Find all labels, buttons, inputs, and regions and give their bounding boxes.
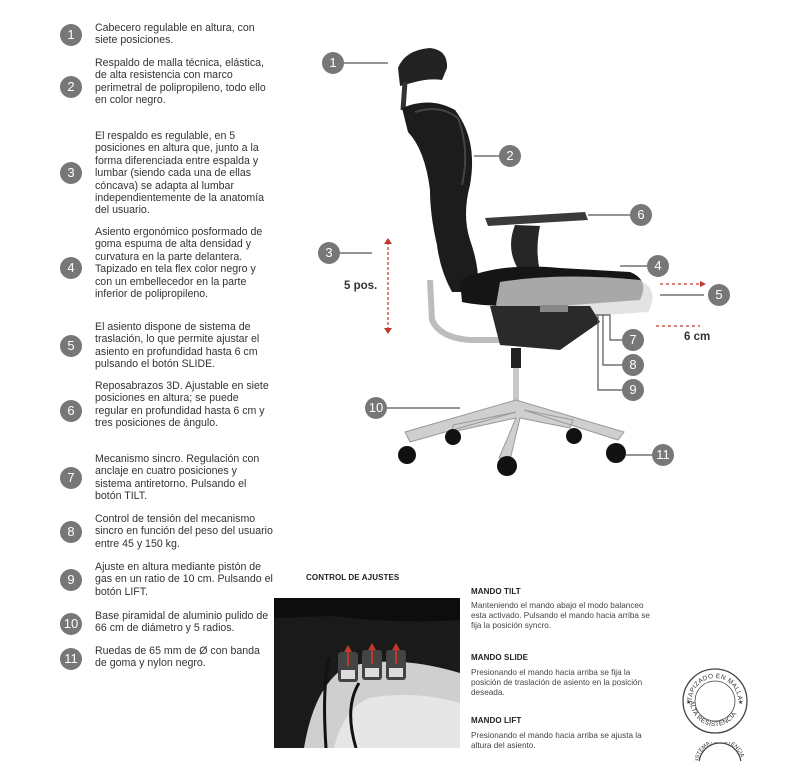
feature-number: 3 <box>60 162 82 184</box>
callout-number: 8 <box>622 354 644 376</box>
callout-number: 6 <box>630 204 652 226</box>
backrest-mesh <box>402 102 479 292</box>
section-title: MANDO SLIDE <box>471 653 529 662</box>
mechanism-buttons <box>540 305 568 312</box>
callout-number: 2 <box>499 145 521 167</box>
wheel-icon <box>566 428 582 444</box>
feature-text: Ajuste en altura mediante pistón de gas … <box>95 561 273 598</box>
callout-number: 3 <box>318 242 340 264</box>
feature-number: 1 <box>60 24 82 46</box>
feature-number: 2 <box>60 76 82 98</box>
armrest-support <box>511 225 540 272</box>
feature-number: 4 <box>60 257 82 279</box>
section-text: Manteniendo el mando abajo el modo balan… <box>471 601 650 630</box>
section-title: MANDO LIFT <box>471 716 522 725</box>
feature-text: Reposabrazos 3D. Ajustable en siete posi… <box>95 380 269 430</box>
callout-number: 5 <box>708 284 730 306</box>
feature-text: Mecanismo sincro. Regulación con anclaje… <box>95 453 260 503</box>
armrest-pad <box>485 212 588 226</box>
wheel-icon <box>445 429 461 445</box>
gas-lift-cover <box>511 348 521 368</box>
feature-text: Cabecero regulable en altura, con siete … <box>95 22 255 47</box>
feature-number: 8 <box>60 521 82 543</box>
quality-seal-icon: TAPIZADO EN MALLA ALTA RESISTENCIA ★ ★ <box>682 668 748 734</box>
seat-slide-label: 6 cm <box>684 331 711 343</box>
wheel-icon <box>497 456 517 476</box>
section-text: Presionando el mando hacia arriba se aju… <box>471 731 642 750</box>
feature-text: Ruedas de 65 mm de Ø con banda de goma y… <box>95 645 260 670</box>
feature-text: Base piramidal de aluminio pulido de 66 … <box>95 610 269 635</box>
feature-number: 11 <box>60 648 82 670</box>
svg-text:SISTEMA RESISTENCIA: SISTEMA RESISTENCIA <box>694 742 745 761</box>
callout-number: 11 <box>652 444 674 466</box>
feature-number: 6 <box>60 400 82 422</box>
feature-number: 7 <box>60 467 82 489</box>
feature-number: 9 <box>60 569 82 591</box>
backrest-positions-label: 5 pos. <box>344 280 378 292</box>
headrest <box>398 48 448 86</box>
feature-number: 10 <box>60 613 82 635</box>
callout-number: 1 <box>322 52 344 74</box>
back-frame <box>427 279 505 343</box>
section-title: MANDO TILT <box>471 587 521 596</box>
svg-text:★: ★ <box>738 699 743 706</box>
wheel-icon <box>606 443 626 463</box>
svg-text:★: ★ <box>686 699 691 706</box>
callout-number: 10 <box>365 397 387 419</box>
mechanism <box>490 306 600 350</box>
wheel-icon <box>398 446 416 464</box>
system-seal-icon: SISTEMA RESISTENCIA <box>694 742 745 761</box>
feature-text: El respaldo es regulable, en 5 posicione… <box>95 130 265 217</box>
feature-number: 5 <box>60 335 82 357</box>
feature-text: Asiento ergonómico posformado de goma es… <box>95 226 263 301</box>
callout-number: 7 <box>622 329 644 351</box>
feature-text: El asiento dispone de sistema de traslac… <box>95 321 260 371</box>
five-star-base <box>404 399 625 461</box>
callout-number: 9 <box>622 379 644 401</box>
callout-number: 4 <box>647 255 669 277</box>
section-text: Presionando el mando hacia arriba se fij… <box>471 668 643 697</box>
feature-text: Control de tensión del mecanismo sincro … <box>95 513 273 550</box>
controls-title: CONTROL DE AJUSTES <box>306 573 400 582</box>
gas-lift <box>513 368 519 403</box>
feature-text: Respaldo de malla técnica, elástica, de … <box>95 57 266 107</box>
controls-photo <box>274 598 460 748</box>
